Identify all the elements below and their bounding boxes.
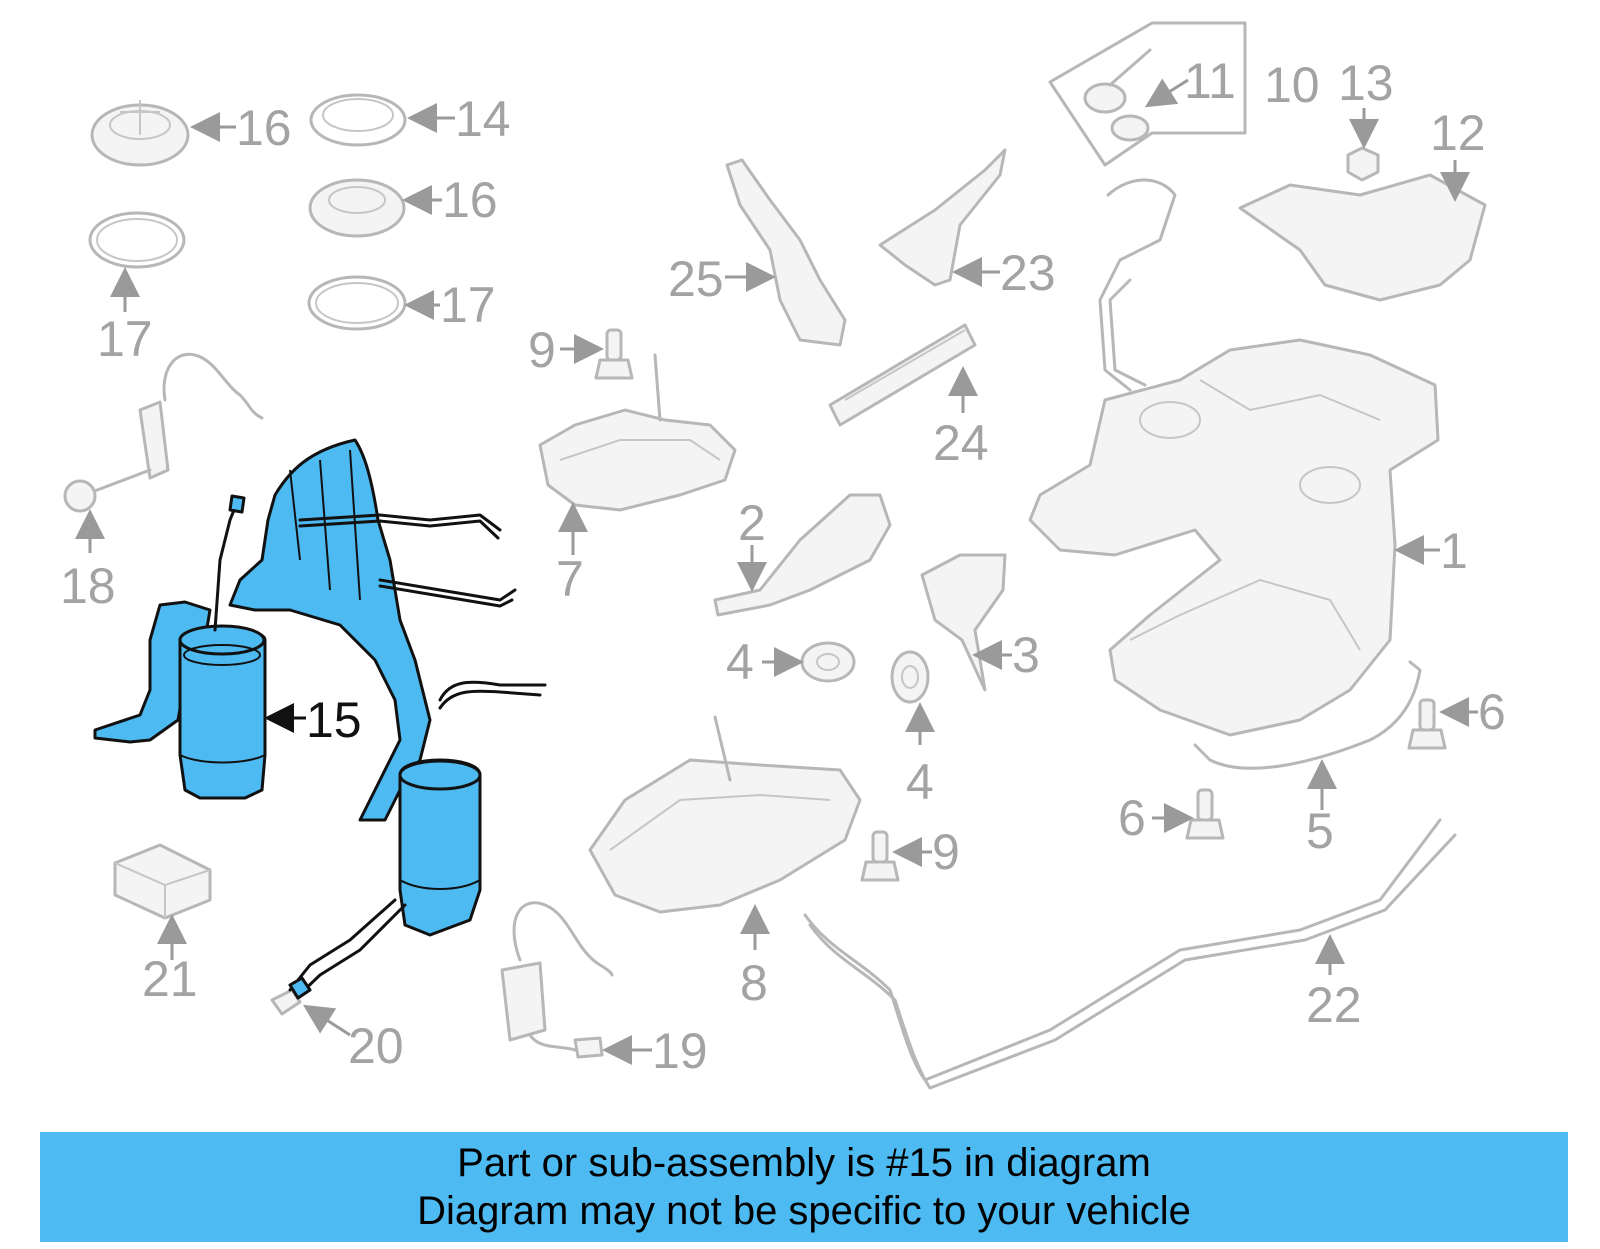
part-3-shield: [920, 553, 1007, 692]
part-25-bracket: [725, 158, 847, 347]
part-17-seal-ring-a: [88, 211, 186, 269]
part-6-bolt-b: [1185, 788, 1225, 840]
part-16-sender-cap-a: [90, 100, 190, 167]
callout-9b: 9: [932, 824, 960, 880]
part-12-filler-shield: [1238, 173, 1487, 302]
part-7-heat-shield: [538, 353, 737, 512]
callout-13: 13: [1338, 55, 1394, 111]
callout-6b: 6: [1118, 790, 1146, 846]
part-15-fuel-pump-assembly: [93, 438, 547, 1000]
callout-12: 12: [1430, 105, 1486, 161]
part-2-shield: [713, 493, 892, 617]
callout-2: 2: [738, 495, 766, 551]
part-20-clip: [270, 988, 302, 1016]
callout-7: 7: [556, 551, 584, 607]
part-17-inner: [96, 218, 178, 262]
part-10-filler-cap-inset: [1048, 21, 1247, 167]
callout-5: 5: [1306, 803, 1334, 859]
callout-18: 18: [60, 558, 116, 614]
callout-16a: 16: [236, 100, 292, 156]
callout-11: 11: [1184, 53, 1236, 109]
part-19-level-sender: [500, 901, 614, 1059]
banner-line-1: Part or sub-assembly is #15 in diagram: [457, 1141, 1151, 1185]
callout-25: 25: [668, 251, 724, 307]
part-23-bracket: [878, 148, 1007, 287]
banner-line-2: Diagram may not be specific to your vehi…: [417, 1189, 1191, 1233]
part-17b-inner: [315, 282, 399, 324]
callout-17a: 17: [97, 311, 153, 367]
part-22-fuel-lines: [803, 818, 1457, 1090]
part-24-rail: [828, 323, 977, 427]
part-8-heat-shield: [588, 715, 862, 914]
part-5-strap: [1193, 660, 1422, 770]
callout-20: 20: [348, 1018, 404, 1074]
part-13-nut: [1346, 146, 1380, 182]
callout-17b: 17: [440, 277, 496, 333]
callout-10: 10: [1264, 57, 1320, 113]
callout-24: 24: [933, 415, 989, 471]
callout-16b: 16: [442, 172, 498, 228]
part-17-seal-ring-b: [307, 275, 407, 331]
part-14-lock-ring: [309, 93, 407, 147]
callout-22: 22: [1306, 977, 1362, 1033]
part-18-level-sender: [63, 352, 264, 513]
part-4-washer-b: [890, 650, 930, 704]
part-6-bolt-a: [1407, 698, 1447, 750]
callout-4b: 4: [906, 754, 934, 810]
callout-1: 1: [1440, 523, 1468, 579]
callout-8: 8: [740, 955, 768, 1011]
part-1-fuel-tank: [1028, 178, 1440, 737]
part-16-sender-cap-b: [308, 178, 406, 238]
part-4-washer-a: [800, 641, 856, 683]
leader-11: [1144, 78, 1189, 108]
callout-6a: 6: [1478, 684, 1506, 740]
callout-9a: 9: [528, 322, 556, 378]
callout-19: 19: [652, 1023, 708, 1079]
info-banner: Part or sub-assembly is #15 in diagram D…: [40, 1132, 1568, 1242]
callout-21: 21: [142, 951, 198, 1007]
callout-23: 23: [1000, 245, 1056, 301]
part-9-bolt-a: [594, 328, 634, 380]
callout-4a: 4: [726, 634, 754, 690]
part-9-bolt-b: [860, 830, 900, 882]
callout-15: 15: [306, 692, 362, 748]
leader-20: [302, 1004, 351, 1037]
callout-3: 3: [1012, 627, 1040, 683]
callout-14: 14: [455, 91, 511, 147]
part-21-control-module: [113, 843, 212, 920]
